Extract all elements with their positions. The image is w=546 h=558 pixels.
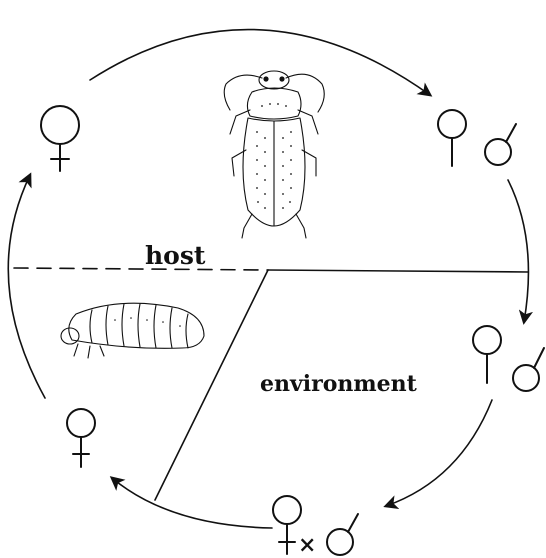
environment-boundary-top [268,270,528,272]
unmated-female-symbol-icon [438,110,466,166]
male-symbol-icon [327,514,358,555]
host-boundary-dashed [14,268,268,270]
male-symbol-icon [485,124,516,165]
arrow-right-lower [386,400,492,506]
arrow-right-upper [508,180,528,322]
unmated-female-symbol-icon [473,326,501,383]
host-label: host [145,241,206,270]
larva-icon [61,303,204,358]
female-symbol-icon [67,409,95,467]
arrow-bottom [112,478,272,528]
arrow-top [90,30,430,95]
arrow-left [8,175,45,398]
male-symbol-icon [513,348,544,391]
beetle-icon [224,71,324,238]
female-symbol-icon [273,496,301,554]
cross-symbol: × [298,532,316,558]
female-symbol-icon [41,106,79,171]
environment-boundary-diagonal [155,270,268,500]
environment-label: environment [260,371,418,397]
